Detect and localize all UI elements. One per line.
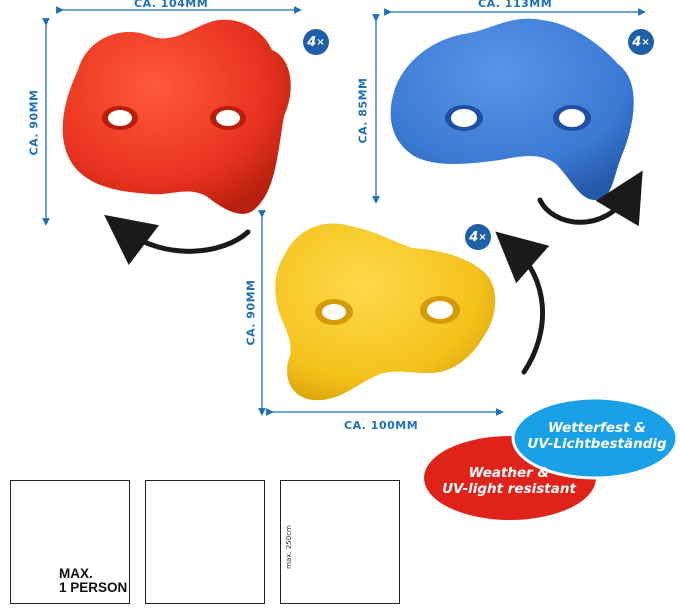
yellow-height-label: CA. 90MM	[244, 279, 258, 346]
rotation-arrows	[104, 170, 643, 375]
wetterfest-text: Wetterfest & UV-Lichtbeständig	[520, 420, 674, 452]
wall-height-panel: max. 250cm	[280, 480, 400, 604]
max-weight-line-2: 50kg	[191, 544, 219, 558]
weather-resistant-line-2: UV-light resistant	[442, 481, 576, 497]
yellow-quantity: 4	[469, 229, 479, 245]
blue-height-label: CA. 85MM	[356, 77, 370, 144]
yellow-climbing-hold	[275, 223, 496, 401]
red-quantity-badge: 4×	[303, 29, 329, 55]
weather-resistant-text: Weather & UV-light resistant	[434, 465, 584, 497]
dimension-lines	[42, 6, 646, 416]
red-quantity: 4	[307, 34, 317, 50]
wetterfest-line-1: Wetterfest &	[548, 420, 646, 436]
max-weight-text: MAX. 50kg	[182, 532, 228, 558]
red-height-label: CA. 90MM	[27, 89, 41, 156]
wetterfest-bubble	[511, 396, 679, 480]
yellow-quantity-mark: ×	[478, 231, 487, 243]
yellow-quantity-badge: 4×	[465, 224, 491, 250]
max-weight-panel: MAX. 50kg	[145, 480, 265, 604]
red-quantity-mark: ×	[316, 36, 325, 48]
feature-bubbles	[424, 396, 679, 520]
max-weight-line-1: MAX.	[190, 531, 220, 545]
red-climbing-hold	[62, 19, 291, 214]
max-person-panel: MAX. 1 PERSON	[10, 480, 130, 604]
max-person-text: MAX. 1 PERSON	[59, 567, 127, 595]
red-width-label: CA. 104MM	[134, 0, 209, 10]
blue-quantity-badge: 4×	[628, 29, 654, 55]
yellow-width-label: CA. 100MM	[344, 419, 419, 432]
weather-resistant-line-1: Weather &	[468, 465, 550, 481]
blue-width-label: CA. 113MM	[478, 0, 553, 10]
max-person-line-1: MAX.	[59, 566, 93, 581]
blue-quantity: 4	[632, 34, 642, 50]
wall-height-label: max. 250cm	[284, 525, 293, 569]
blue-quantity-mark: ×	[641, 36, 650, 48]
wetterfest-line-2: UV-Lichtbeständig	[527, 436, 667, 452]
blue-climbing-hold	[390, 18, 634, 201]
max-person-line-2: 1 PERSON	[59, 580, 128, 595]
